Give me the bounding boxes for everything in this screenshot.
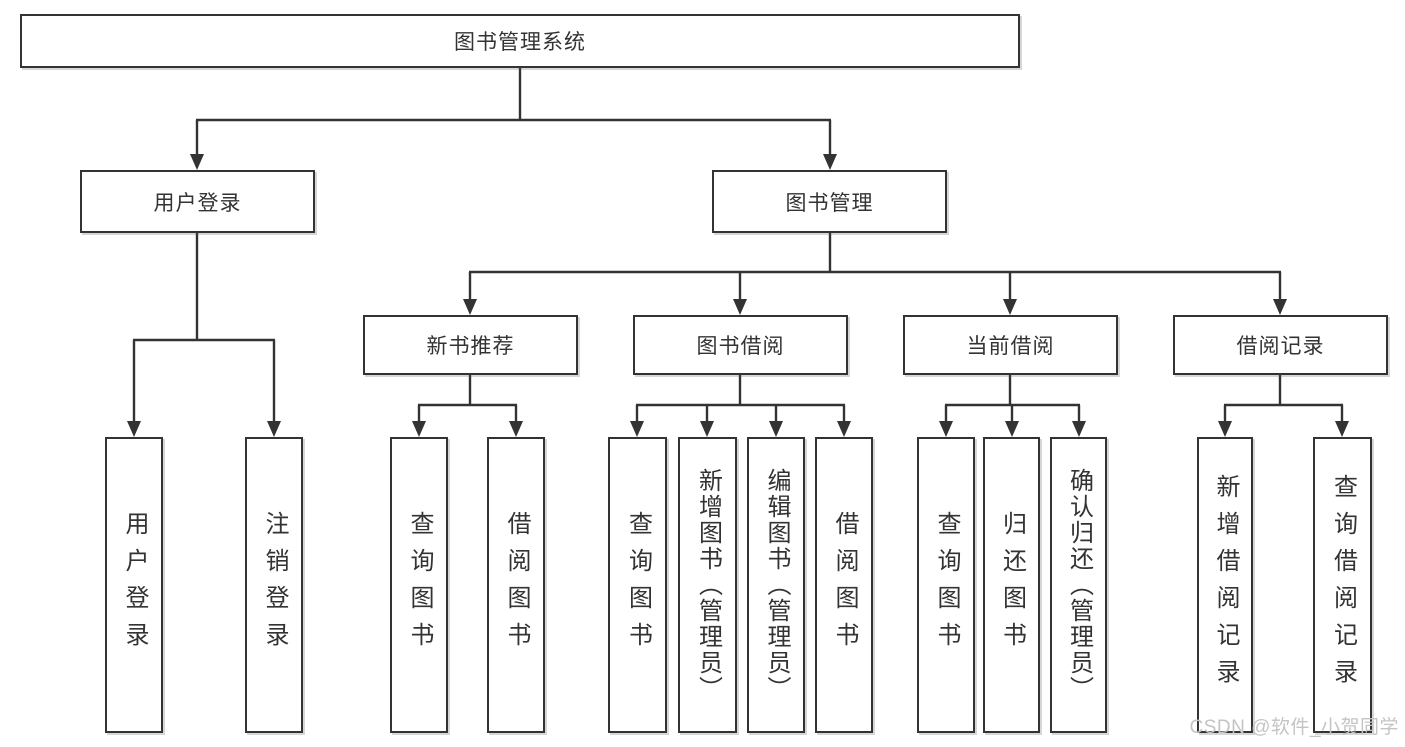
connector-book-borrowing-to-leaves	[630, 374, 851, 437]
leaf-br-query-borrow-record: 查询借阅记录	[1313, 437, 1372, 733]
leaf-nb-borrow-books-label: 借阅图书	[503, 511, 530, 659]
leaf-bb-add-books-admin-label: 新增图书（管理员）	[694, 468, 722, 702]
node-new-book-recommend-label: 新书推荐	[426, 335, 515, 358]
connector-current-borrowing-to-leaves	[939, 374, 1086, 437]
node-borrow-records: 借阅记录	[1173, 315, 1388, 375]
node-book-management: 图书管理	[712, 170, 947, 233]
leaf-bb-borrow-books-label: 借阅图书	[831, 511, 858, 659]
node-borrow-records-label: 借阅记录	[1236, 335, 1325, 358]
watermark: CSDN @软件_小贺同学	[1189, 717, 1399, 738]
leaf-cb-return-books: 归还图书	[983, 437, 1040, 733]
leaf-br-add-borrow-record: 新增借阅记录	[1197, 437, 1253, 733]
connector-user-login-to-leaves	[127, 232, 281, 437]
leaf-cb-query-books-label: 查询图书	[933, 511, 960, 659]
leaf-logout-label: 注销登录	[261, 511, 288, 659]
node-book-management-label: 图书管理	[785, 191, 874, 215]
leaf-bb-edit-books-admin-label: 编辑图书（管理员）	[763, 468, 790, 702]
leaf-cb-confirm-return-admin: 确认归还（管理员）	[1050, 437, 1107, 733]
node-current-borrowing: 当前借阅	[903, 315, 1118, 375]
leaf-user-login-label: 用户登录	[121, 511, 148, 659]
connector-borrow-records-to-leaves	[1218, 374, 1349, 437]
connector-root-to-level2	[190, 67, 837, 170]
leaf-cb-return-books-label: 归还图书	[998, 511, 1026, 659]
node-user-login-label: 用户登录	[153, 191, 242, 215]
node-root: 图书管理系统	[20, 14, 1020, 68]
leaf-logout: 注销登录	[245, 437, 303, 733]
leaf-nb-borrow-books: 借阅图书	[487, 437, 545, 733]
node-book-borrowing-label: 图书借阅	[696, 335, 785, 358]
node-new-book-recommend: 新书推荐	[363, 315, 578, 375]
leaf-nb-query-books: 查询图书	[390, 437, 448, 733]
node-user-login: 用户登录	[80, 170, 315, 233]
leaf-br-query-borrow-record-label: 查询借阅记录	[1329, 474, 1357, 696]
connector-new-book-recommend-to-leaves	[412, 374, 523, 437]
node-root-label: 图书管理系统	[454, 31, 586, 54]
leaf-bb-add-books-admin: 新增图书（管理员）	[678, 437, 737, 733]
leaf-bb-borrow-books: 借阅图书	[815, 437, 873, 733]
leaf-bb-edit-books-admin: 编辑图书（管理员）	[747, 437, 805, 733]
leaf-nb-query-books-label: 查询图书	[406, 511, 433, 659]
leaf-user-login: 用户登录	[105, 437, 163, 733]
node-current-borrowing-label: 当前借阅	[966, 335, 1055, 358]
connector-book-management-to-level3	[463, 232, 1287, 315]
leaf-cb-confirm-return-admin-label: 确认归还（管理员）	[1065, 468, 1093, 702]
leaf-cb-query-books: 查询图书	[917, 437, 975, 733]
node-book-borrowing: 图书借阅	[633, 315, 848, 375]
leaf-br-add-borrow-record-label: 新增借阅记录	[1212, 474, 1239, 696]
leaf-bb-query-books: 查询图书	[608, 437, 667, 733]
leaf-bb-query-books-label: 查询图书	[624, 511, 652, 659]
